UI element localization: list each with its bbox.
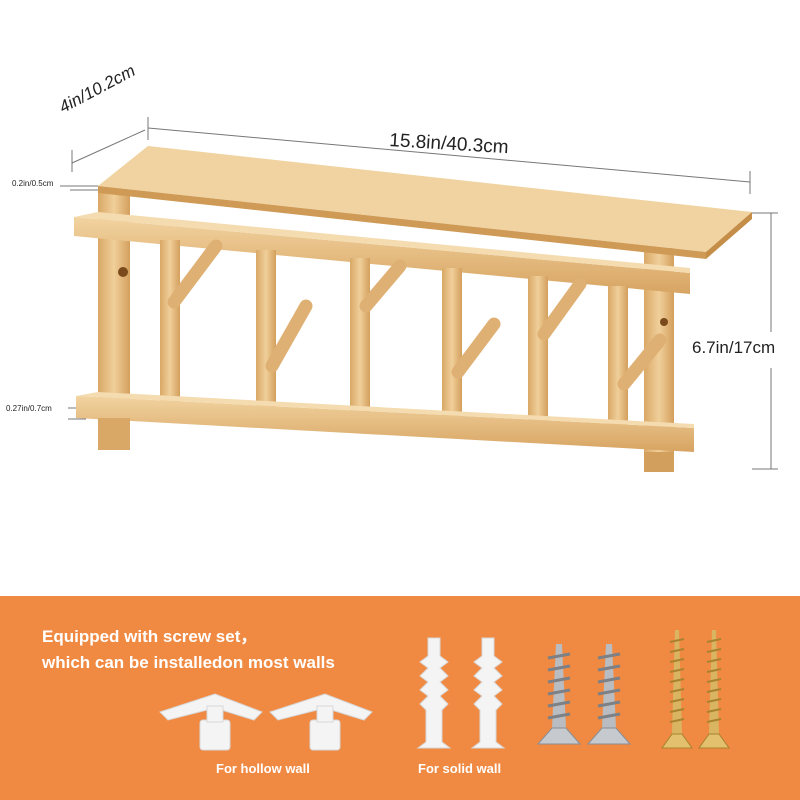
wall-plug	[416, 637, 452, 749]
gold-screw	[661, 630, 693, 749]
lower-rail	[76, 392, 694, 452]
dimension-lines	[60, 117, 778, 470]
hardware-panel	[0, 596, 800, 800]
post-feet	[98, 418, 674, 472]
dowels	[160, 240, 628, 432]
hook-peg	[167, 239, 223, 309]
hook-peg	[451, 317, 501, 379]
silver-screw	[536, 644, 582, 745]
solid-wall-label: For solid wall	[418, 761, 502, 776]
dimension-rail-thickness: 0.27in/0.7cm	[6, 404, 52, 413]
hook-peg	[537, 277, 587, 341]
upper-rail	[74, 212, 690, 294]
hollow-wall-label: For hollow wall	[216, 761, 310, 776]
hook-peg	[265, 299, 313, 373]
silver-screw	[586, 644, 632, 745]
hardware-caption: Equipped with screw set， which can be in…	[42, 624, 335, 676]
hardware-illustration	[159, 630, 730, 751]
hook-peg	[359, 259, 407, 313]
shelf-top-board	[98, 146, 752, 259]
shelf-illustration	[60, 117, 778, 472]
gold-screw	[698, 630, 730, 749]
hollow-wall-anchor	[159, 693, 263, 751]
caption-line: which can be installedon most walls	[42, 653, 335, 672]
hook-pegs	[167, 239, 667, 391]
wall-plug	[470, 637, 506, 749]
dimension-height: 6.7in/17cm	[692, 338, 776, 357]
hollow-wall-anchor	[269, 693, 373, 751]
hook-peg	[617, 333, 667, 391]
caption-line: Equipped with screw set，	[42, 627, 258, 646]
dimension-top-thickness: 0.2in/0.5cm	[12, 179, 54, 188]
